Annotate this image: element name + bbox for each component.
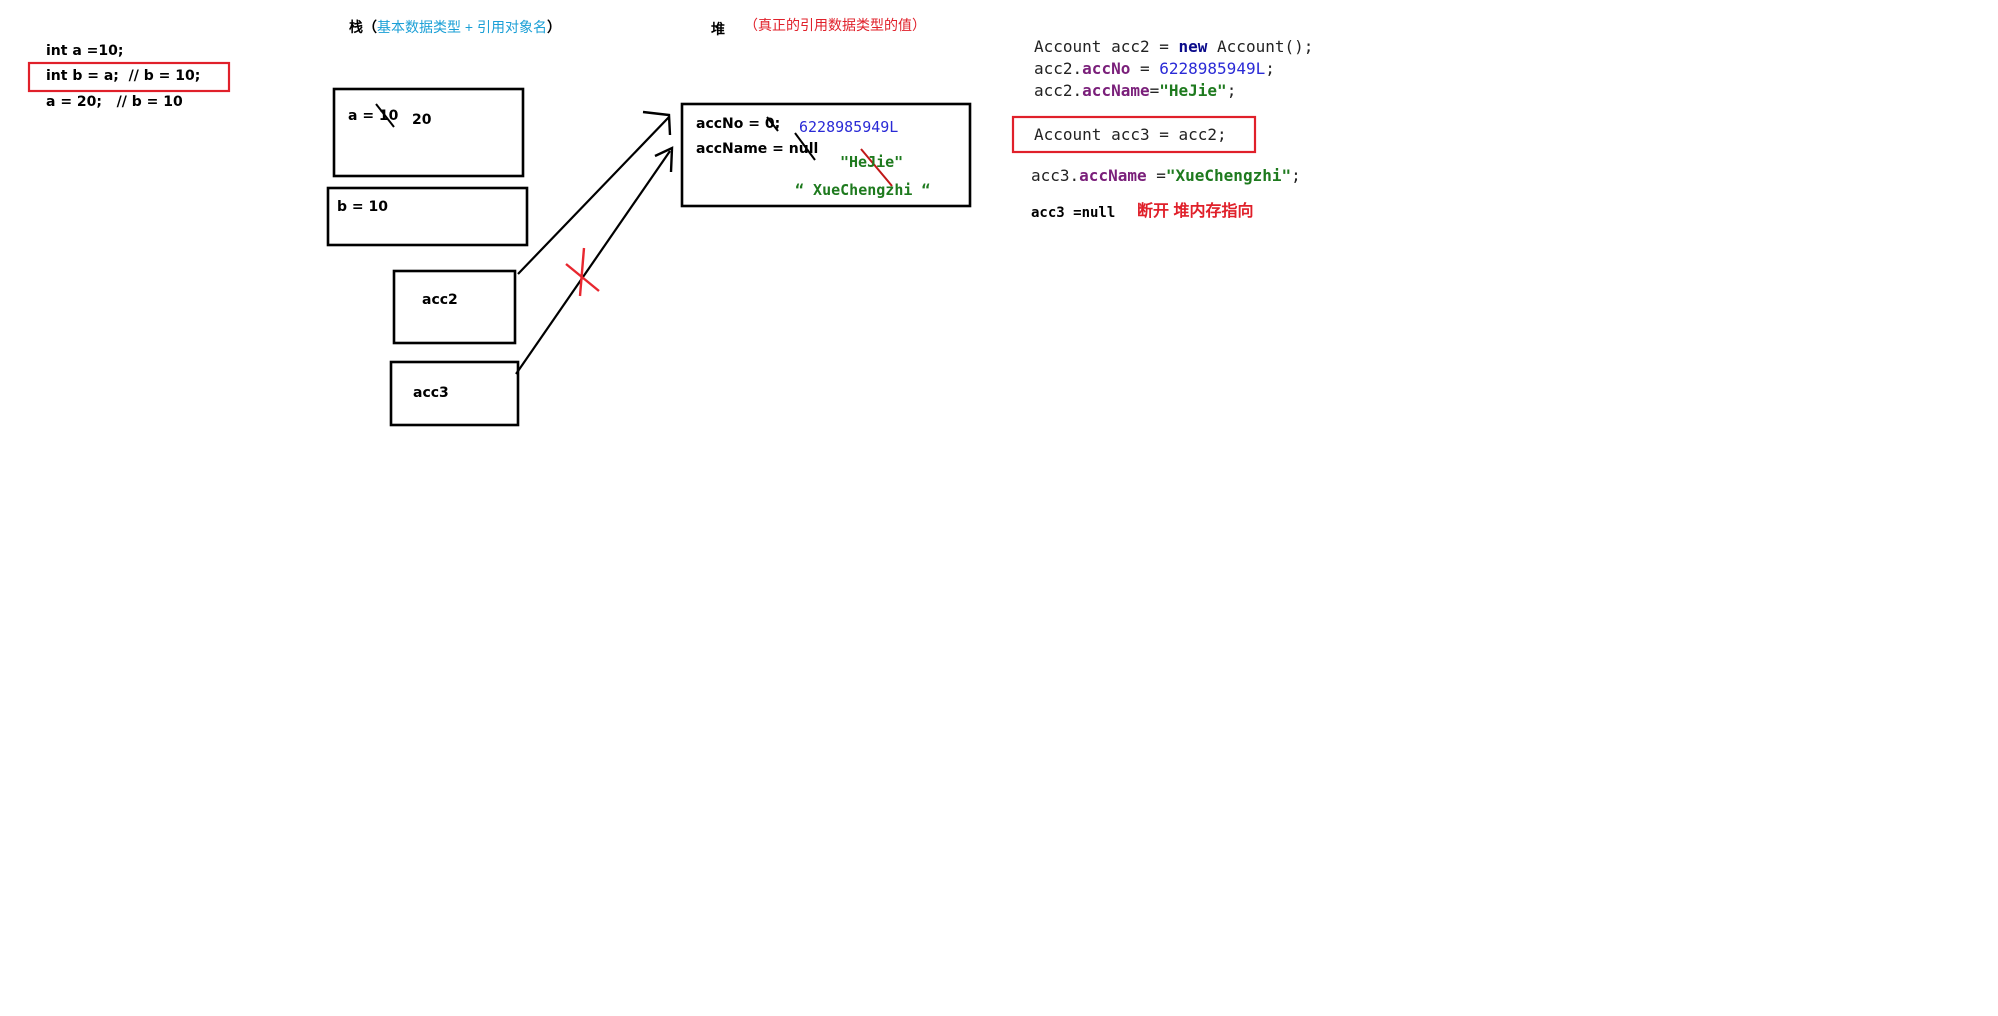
stack-b-label: b = 10 [337,199,388,215]
code-l3-value: "HeJie" [1159,81,1227,100]
code-l2-c: ; [1265,59,1275,78]
heap-accname-new: “ XueChengzhi “ [795,181,931,199]
heap-field-accname: accName = null [696,141,819,157]
code-int-b: int b = a; // b = 10; [46,68,201,84]
strike-accname-null [794,132,816,161]
code-l3-b: = [1149,81,1160,100]
stack-a-new-value: 20 [412,112,432,128]
code-l2-b: = [1130,59,1160,78]
stack-box-acc3 [389,360,520,427]
stack-title-suffix: ） [546,19,561,35]
code-int-a: int a =10; [46,43,124,59]
code-l1-new-keyword: new [1178,37,1208,56]
stack-box-b [326,186,529,247]
stack-a-label: a = 10 [348,108,399,124]
heap-subtitle: （真正的引用数据类型的值） [744,17,926,33]
code-account-highlighted-line: Account acc3 = acc2; [1034,125,1227,144]
stack-acc3-label: acc3 [413,385,449,401]
stack-title: 栈（基本数据类型 + 引用对象名） [349,20,561,34]
stack-box-acc2 [392,269,517,345]
stack-title-prefix: 栈（ [349,19,377,35]
code-l1-a: Account acc2 = [1034,37,1179,56]
arrowhead-acc2 [642,110,672,136]
stack-acc2-label: acc2 [422,292,458,308]
highlight-box-int-b [27,61,231,93]
code-l5-b: = [1146,166,1166,185]
heap-accname-old: "HeJie" [840,153,904,171]
cross-mark-line-1 [578,247,586,297]
code-account-line-5: acc3.accName ="XueChengzhi"; [1031,168,1301,184]
code-account-line-1: Account acc2 = new Account(); [1034,39,1313,55]
strike-accno-zero [766,116,779,132]
code-a-20: a = 20; // b = 10 [46,94,183,110]
heap-accno-value: 6228985949L [799,118,899,136]
arrow-acc2-to-heap [517,116,670,275]
code-l5-value: "XueChengzhi" [1165,166,1292,185]
code-account-line-2: acc2.accNo = 6228985949L; [1034,61,1275,77]
code-acc3-null: acc3 =null [1031,205,1116,221]
cross-mark-line-2 [565,263,600,292]
code-l3-c: ; [1226,81,1237,100]
code-account-line-3: acc2.accName="HeJie"; [1034,83,1236,99]
strike-hejie [860,148,893,187]
code-l3-a: acc2. [1034,81,1083,100]
code-l2-a: acc2. [1034,59,1083,78]
arrow-acc3-to-heap [515,150,671,375]
arrowhead-acc3 [654,146,674,173]
code-l2-value: 6228985949L [1159,59,1266,78]
note-disconnect-heap: 断开 堆内存指向 [1137,203,1254,220]
heap-title: 堆 [711,21,725,37]
highlight-box-acc3-assign [1011,115,1257,154]
code-l1-b: Account(); [1207,37,1314,56]
code-l2-field: accNo [1082,59,1131,78]
code-l5-field: accName [1079,166,1147,185]
code-l5-a: acc3. [1031,166,1080,185]
stack-title-body: 基本数据类型 + 引用对象名 [377,19,547,35]
strike-a-old-value [375,103,395,128]
code-l3-field: accName [1082,81,1150,100]
heap-object-box [680,102,972,208]
code-l5-c: ; [1291,166,1301,185]
stack-box-a [332,87,525,178]
heap-field-accno: accNo = 0; [696,116,781,132]
